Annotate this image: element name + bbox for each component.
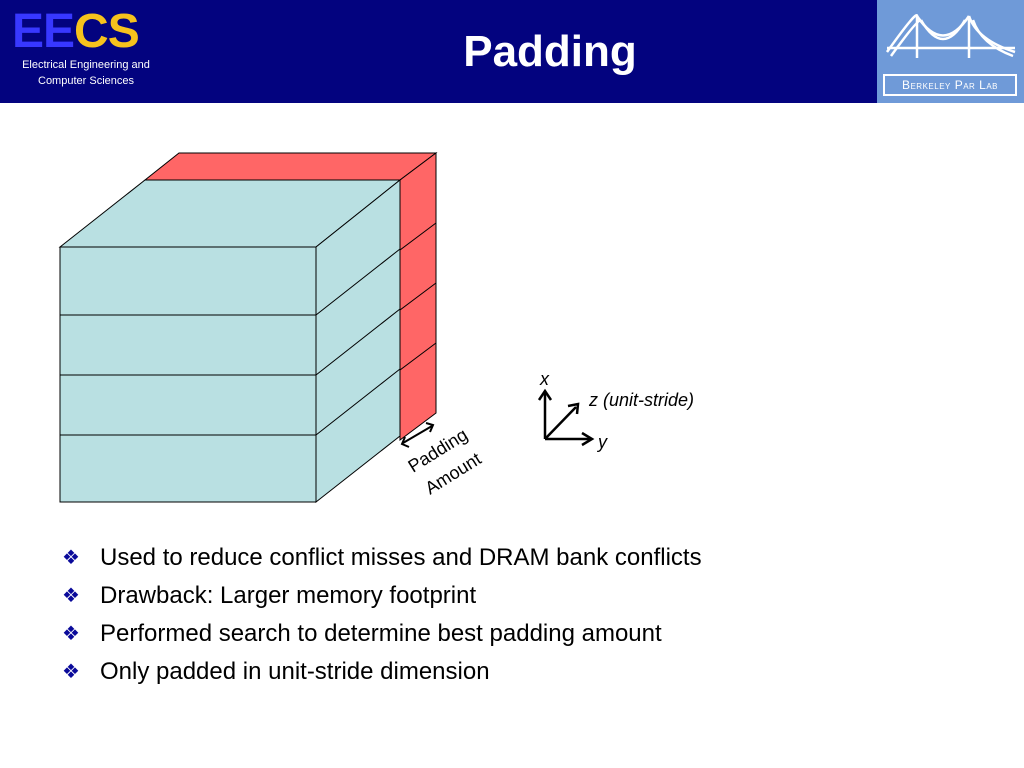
eecs-logo-ee: EE — [12, 5, 75, 58]
bullet-text: Only padded in unit-stride dimension — [100, 658, 490, 685]
diamond-bullet-icon: ❖ — [62, 547, 80, 569]
axes-icon — [537, 388, 595, 447]
slide-header — [0, 0, 1024, 103]
bullet-text: Drawback: Larger memory footprint — [100, 582, 477, 609]
padding-divider — [399, 342, 437, 371]
cube-layer-divider — [315, 248, 401, 316]
bullet-text: Performed search to determine best paddi… — [100, 620, 662, 647]
padding-divider — [399, 282, 437, 311]
bullet-text: Used to reduce conflict misses and DRAM … — [100, 544, 702, 571]
cube-layer-divider — [315, 308, 401, 376]
eecs-logo: EECS — [12, 5, 140, 58]
eecs-logo-cs: CS — [74, 5, 140, 58]
slide-title: Padding — [463, 27, 637, 76]
axis-y-label: y — [596, 432, 608, 452]
axis-x-label: x — [539, 369, 550, 389]
padding-divider — [399, 222, 437, 251]
eecs-subtitle-line1: Electrical Engineering and — [22, 59, 150, 71]
axis-z-label: z (unit-stride) — [588, 390, 694, 410]
eecs-subtitle-line2: Computer Sciences — [38, 75, 134, 87]
padding-top-face — [143, 152, 438, 181]
bullet-item: ❖ Used to reduce conflict misses and DRAM… — [62, 540, 702, 578]
bridge-icon — [885, 14, 1016, 58]
par-lab-logo — [877, 0, 1024, 103]
bullet-item: ❖ Performed search to determine best padd… — [62, 616, 702, 654]
bullet-item: ❖ Drawback: Larger memory footprint — [62, 578, 702, 616]
diamond-bullet-icon: ❖ — [62, 623, 80, 645]
bullet-list: ❖ Used to reduce conflict misses and DRAM… — [62, 540, 702, 692]
diamond-bullet-icon: ❖ — [62, 661, 80, 683]
diamond-bullet-icon: ❖ — [62, 585, 80, 607]
padding-amount-arrow — [400, 422, 435, 448]
bullet-item: ❖ Only padded in unit-stride dimension — [62, 654, 702, 692]
padding-diagram: Padding Amount x z (unit-stride) y — [58, 152, 694, 504]
cube-layer-divider — [315, 368, 401, 436]
par-lab-label: Berkeley Par Lab — [883, 74, 1017, 96]
